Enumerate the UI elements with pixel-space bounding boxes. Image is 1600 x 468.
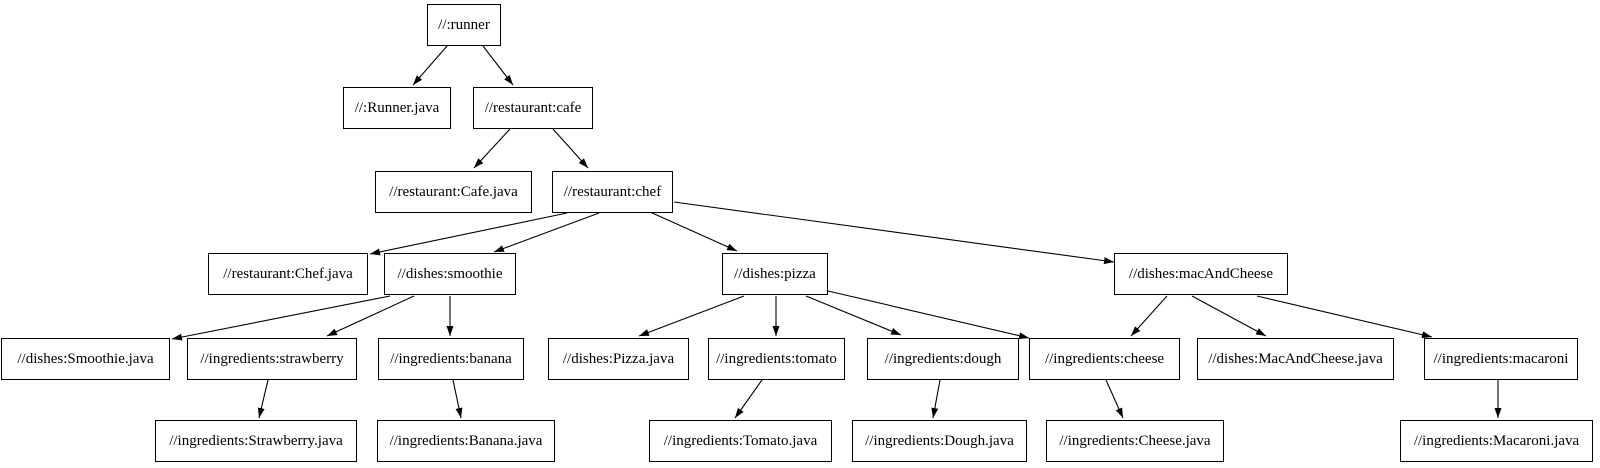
edge-runner-to-runner-java xyxy=(412,45,448,86)
node-cafe: //restaurant:cafe xyxy=(473,87,593,129)
node-smoothie-java: //dishes:Smoothie.java xyxy=(1,338,170,380)
edge-chef-to-macandcheese xyxy=(673,201,1115,265)
node-banana: //ingredients:banana xyxy=(378,338,524,380)
node-strawberry-java: //ingredients:Strawberry.java xyxy=(155,420,357,462)
edge-tomato-to-tomato-java xyxy=(734,379,763,419)
node-cafe-java: //restaurant:Cafe.java xyxy=(375,171,532,213)
edge-chef-to-pizza xyxy=(649,211,738,252)
edge-macandcheese-to-macaroni xyxy=(1256,295,1433,339)
edge-cheese-to-cheese-java xyxy=(1105,379,1124,419)
edge-pizza-to-cheese xyxy=(827,290,1030,340)
node-tomato-java: //ingredients:Tomato.java xyxy=(649,420,832,462)
edge-smoothie-to-strawberry xyxy=(326,295,415,337)
node-cheese: //ingredients:cheese xyxy=(1029,338,1180,380)
node-macaroni: //ingredients:macaroni xyxy=(1424,338,1578,380)
node-macandcheese-java: //dishes:MacAndCheese.java xyxy=(1197,338,1394,380)
edge-chef-to-smoothie xyxy=(493,212,600,253)
edge-cafe-to-cafe-java xyxy=(473,128,511,169)
edge-runner-to-cafe xyxy=(482,45,514,86)
edge-pizza-to-pizza-java xyxy=(638,295,745,337)
node-banana-java: //ingredients:Banana.java xyxy=(377,420,555,462)
node-pizza: //dishes:pizza xyxy=(722,253,828,295)
edge-banana-to-banana-java xyxy=(452,379,463,419)
edge-macandcheese-to-macandcheese-java xyxy=(1191,295,1267,337)
node-macaroni-java: //ingredients:Macaroni.java xyxy=(1400,420,1593,462)
node-dough: //ingredients:dough xyxy=(867,338,1019,380)
node-chef-java: //restaurant:Chef.java xyxy=(208,253,368,295)
edge-dough-to-dough-java xyxy=(931,379,941,419)
edge-pizza-to-dough xyxy=(805,295,902,336)
edge-smoothie-to-smoothie-java xyxy=(171,295,391,341)
node-cheese-java: //ingredients:Cheese.java xyxy=(1046,420,1224,462)
node-runner-java: //:Runner.java xyxy=(343,87,451,129)
edge-chef-to-chef-java xyxy=(369,212,568,256)
node-macandcheese: //dishes:macAndCheese xyxy=(1114,253,1288,295)
node-tomato: //ingredients:tomato xyxy=(708,338,845,380)
edge-macandcheese-to-cheese xyxy=(1130,295,1168,337)
node-strawberry: //ingredients:strawberry xyxy=(187,338,357,380)
edge-strawberry-to-strawberry-java xyxy=(257,379,269,419)
node-runner: //:runner xyxy=(427,4,501,46)
node-smoothie: //dishes:smoothie xyxy=(384,253,516,295)
edge-cafe-to-chef xyxy=(552,128,589,169)
node-dough-java: //ingredients:Dough.java xyxy=(852,420,1027,462)
node-pizza-java: //dishes:Pizza.java xyxy=(548,338,689,380)
node-chef: //restaurant:chef xyxy=(552,171,673,213)
